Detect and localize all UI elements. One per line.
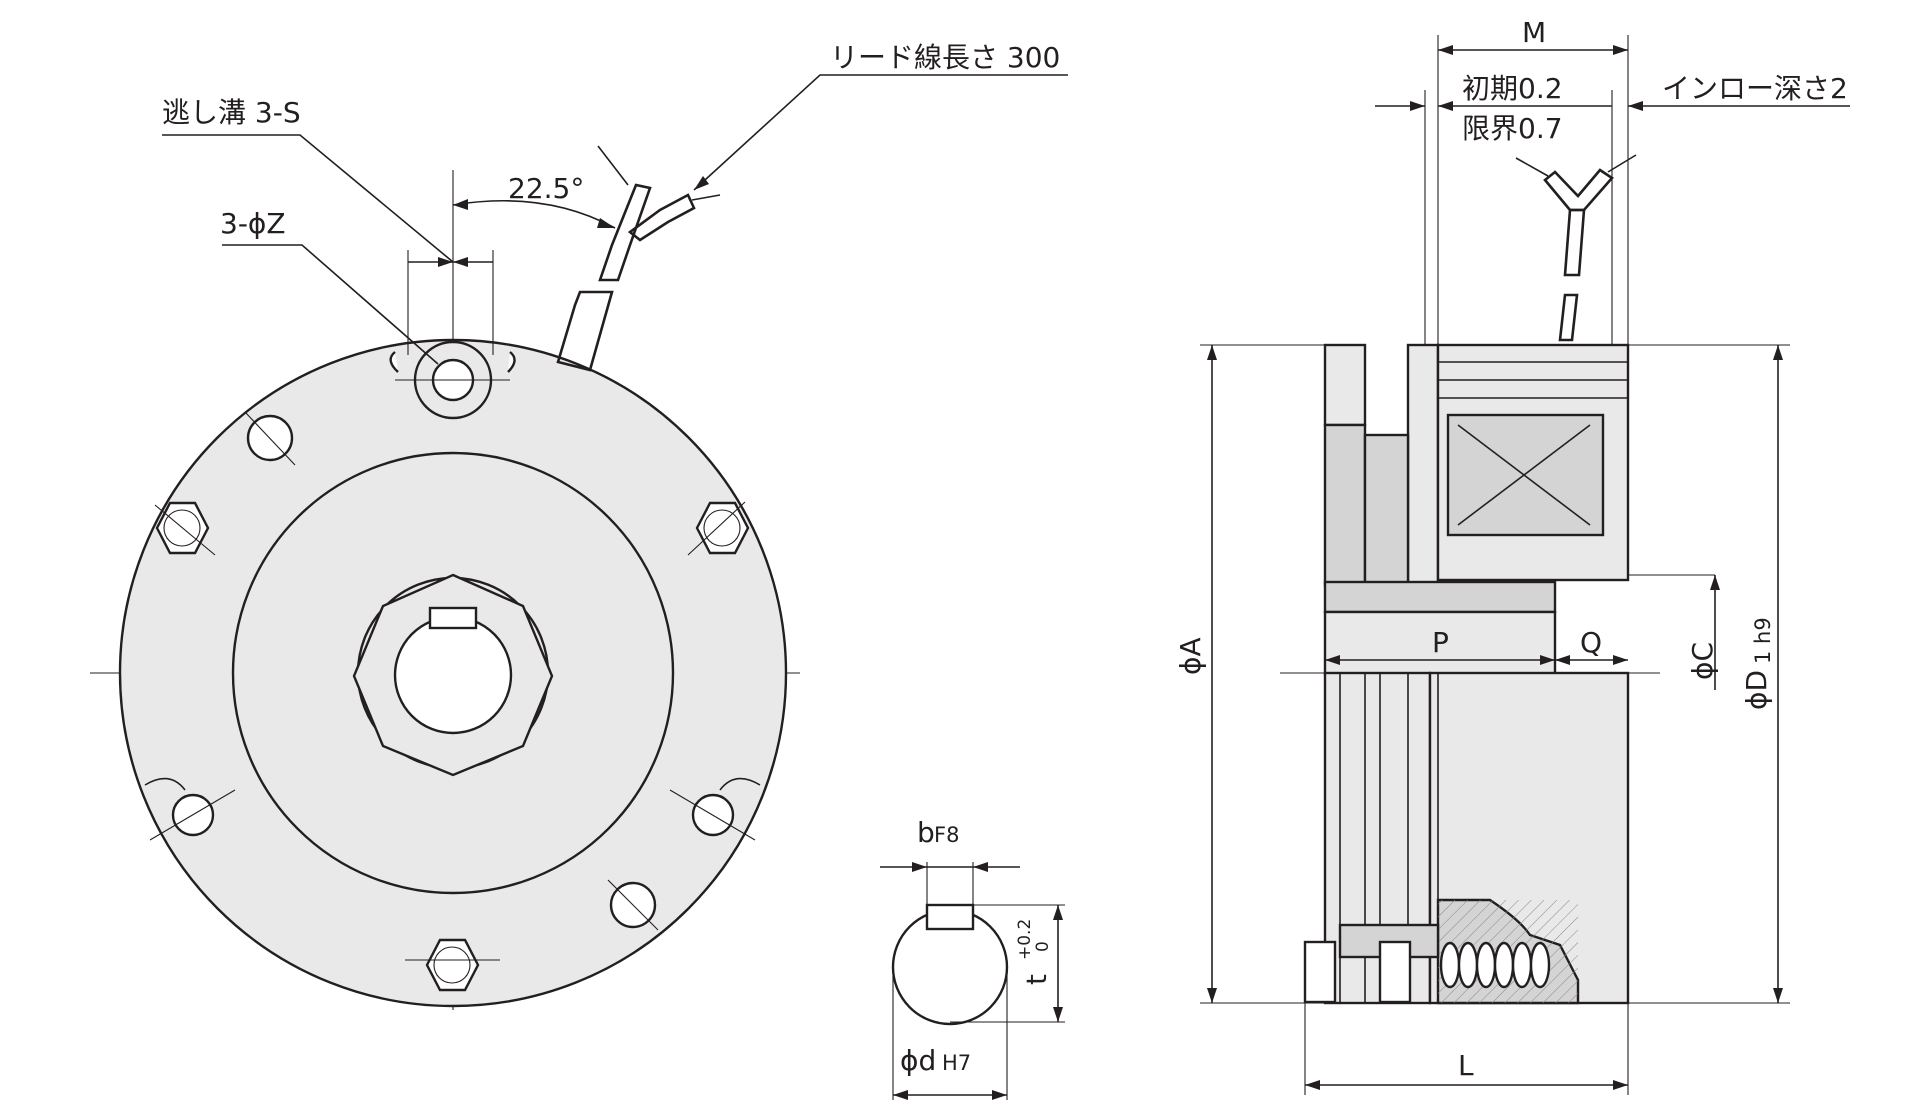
dim-phid1-label: ϕD xyxy=(1740,670,1773,710)
hub-top xyxy=(1323,580,1557,614)
bolt-nut xyxy=(1378,940,1412,1004)
hole-leader xyxy=(222,244,439,365)
lead-wires xyxy=(556,145,721,372)
key-b-tol: F8 xyxy=(934,823,959,847)
relief-groove-notches-lower xyxy=(144,777,761,791)
coil-cross-b xyxy=(1457,424,1591,526)
side-lead-wires xyxy=(1515,154,1637,342)
gap-limit-label: 限界0.7 xyxy=(1462,112,1563,145)
dim-phia-label: ϕA xyxy=(1174,637,1207,675)
hex-bolt-left xyxy=(154,501,216,556)
side-view: M 初期0.2 限界0.7 インロー深さ2 ϕA P Q ϕC xyxy=(1174,16,1850,1095)
hub-section xyxy=(1323,610,1557,676)
lead-wire-label: リード線長さ 300 xyxy=(830,41,1060,74)
dim-phid1-sub: 1 h9 xyxy=(1751,617,1775,664)
angle-arc xyxy=(452,199,616,229)
dim-p-label: P xyxy=(1432,626,1449,659)
shaft-bore xyxy=(393,615,513,735)
keyway-detail: b F8 t +0.2 0 ϕd H7 xyxy=(880,816,1065,1100)
angle-label: 22.5° xyxy=(508,172,584,205)
dim-m-label: M xyxy=(1522,16,1546,49)
friction-plate xyxy=(1363,433,1410,587)
keyway xyxy=(428,606,478,630)
flange-lower-strip xyxy=(1323,423,1367,587)
key-b-label: b xyxy=(917,816,935,849)
screw-upper-left xyxy=(244,411,296,466)
keyway-detail xyxy=(925,903,975,931)
bore-d-label: ϕd xyxy=(900,1044,936,1077)
key-t-label: t xyxy=(1020,974,1053,985)
spigot-depth-label: インロー深さ2 xyxy=(1662,72,1848,105)
dim-q-label: Q xyxy=(1580,626,1602,659)
screw-lower-right xyxy=(607,879,659,931)
relief-groove-label: 逃し溝 3-S xyxy=(162,96,301,129)
spring-coils xyxy=(1439,941,1551,989)
dim-phic-label: ϕC xyxy=(1686,642,1719,680)
key-t-upper: +0.2 xyxy=(1015,919,1035,960)
flange-upper-left xyxy=(1323,343,1367,427)
bore-d-tol: H7 xyxy=(942,1051,971,1075)
relief-groove-notch xyxy=(389,351,516,373)
gap-initial-label: 初期0.2 xyxy=(1462,72,1563,105)
front-view: 22.5° 逃し溝 3-S 3-ϕZ リード線長さ 300 xyxy=(90,41,1068,1010)
key-t-lower: 0 xyxy=(1033,941,1053,952)
flange-upper-right xyxy=(1406,343,1440,587)
hex-bolt-right xyxy=(687,501,750,556)
lead-wire-leader xyxy=(693,74,1068,191)
bolt-head-left xyxy=(1303,940,1337,1004)
hex-bolt-bottom xyxy=(405,938,500,992)
dim-l-label: L xyxy=(1458,1049,1474,1082)
relief-groove-leader xyxy=(162,134,454,263)
hole-label: 3-ϕZ xyxy=(220,207,286,240)
